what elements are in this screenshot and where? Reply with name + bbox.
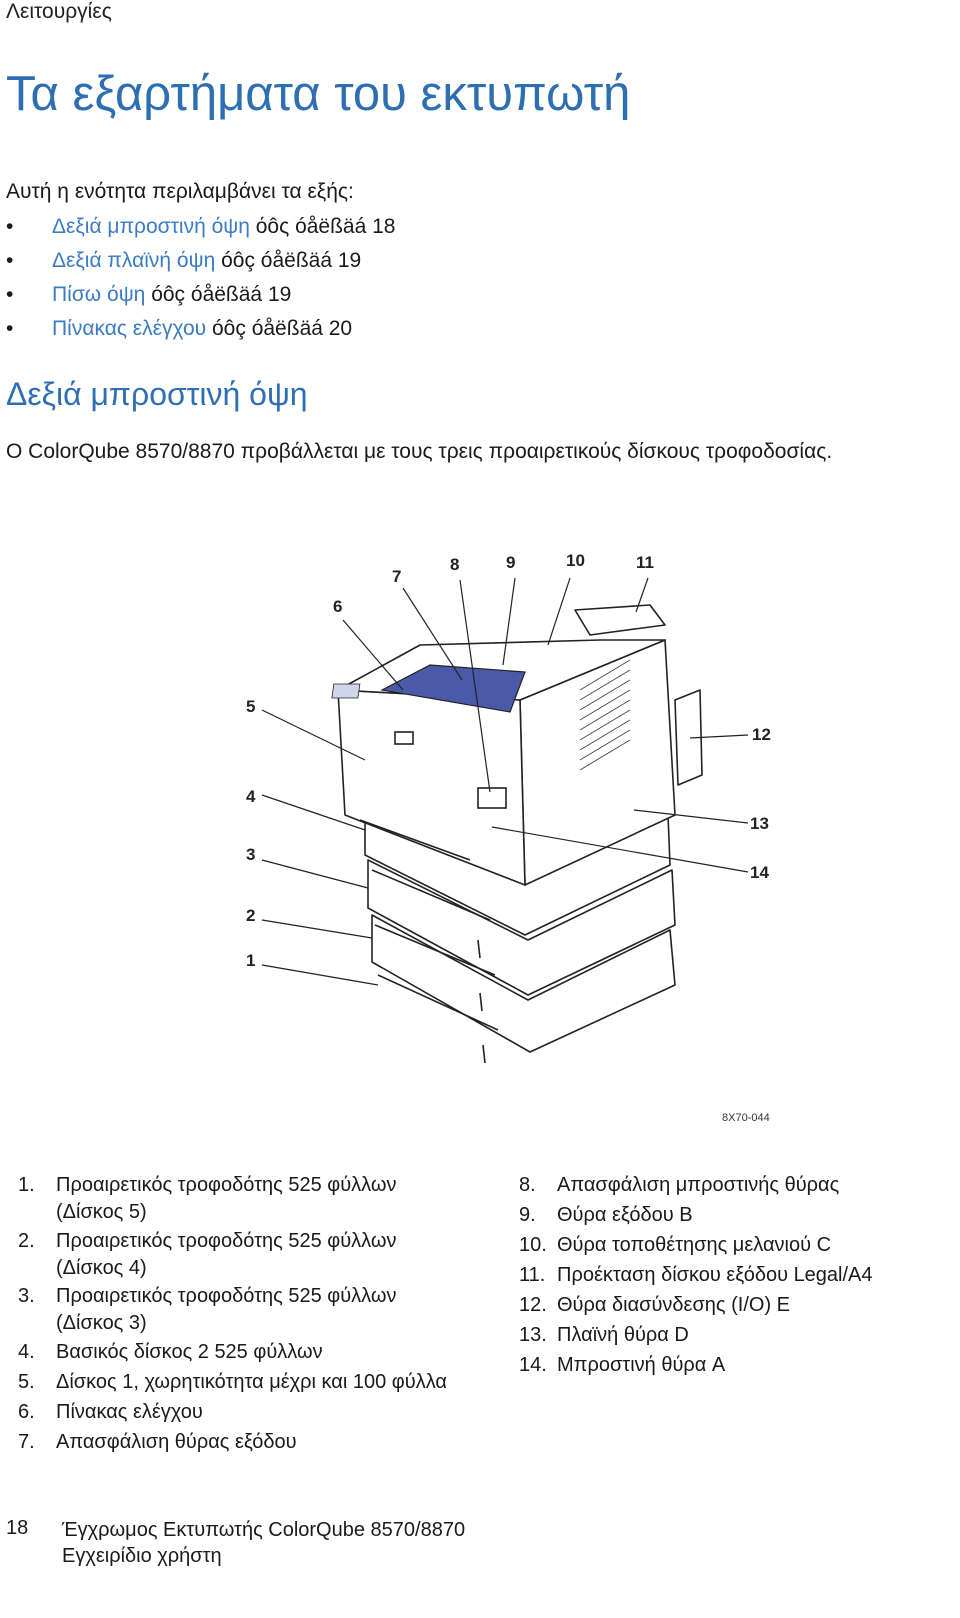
toc-page-ref: óôç óåëßäá 19 (215, 249, 362, 272)
callout-14: 14 (750, 863, 769, 882)
callout-11: 11 (636, 553, 654, 572)
legend-text: Βασικός δίσκος 2 525 φύλλων (56, 1341, 323, 1363)
callout-4: 4 (246, 787, 256, 806)
legend-number: 1. (18, 1174, 35, 1196)
legend-number: 7. (18, 1431, 35, 1453)
legend-text: Προαιρετικός τροφοδότης 525 φύλλων (56, 1230, 397, 1252)
figure-id: 8X70-044 (722, 1112, 770, 1124)
toc-page-ref: óôç óåëßäá 19 (145, 283, 292, 306)
bullet: • (6, 249, 14, 272)
legend-item: 1. Προαιρετικός τροφοδότης 525 φύλλων (18, 1170, 397, 1200)
intro-text: Αυτή η ενότητα περιλαμβάνει τα εξής: (6, 180, 354, 203)
legend-text: Θύρα εξόδου B (557, 1204, 693, 1226)
legend-text: Θύρα τοποθέτησης μελανιού C (557, 1234, 832, 1256)
bullet: • (6, 283, 14, 306)
toc-item: • Δεξιά πλαϊνή όψη óôç óåëßäá 19 (6, 244, 396, 278)
toc-link[interactable]: Πίνακας ελέγχου (52, 317, 207, 340)
footer-text: Έγχρωμος Εκτυπωτής ColorQube 8570/8870 Ε… (62, 1517, 465, 1569)
callout-7: 7 (392, 567, 401, 586)
callout-6: 6 (333, 597, 342, 616)
legend-item: 6. Πίνακας ελέγχου (18, 1397, 203, 1427)
toc-item: • Πίσω όψη óôç óåëßäá 19 (6, 278, 396, 312)
legend-item: 9. Θύρα εξόδου B (519, 1200, 693, 1230)
legend-text: Προαιρετικός τροφοδότης 525 φύλλων (56, 1174, 397, 1196)
callout-10: 10 (566, 551, 585, 570)
callout-8: 8 (450, 555, 459, 574)
subsection-description: O ColorQube 8570/8870 προβάλλεται με του… (6, 440, 833, 463)
legend-item: 14. Μπροστινή θύρα A (519, 1350, 725, 1380)
callout-12: 12 (752, 725, 771, 744)
legend-item: 8. Απασφάλιση μπροστινής θύρας (519, 1170, 839, 1200)
legend-item: 10. Θύρα τοποθέτησης μελανιού C (519, 1230, 831, 1260)
control-panel (380, 664, 526, 713)
legend-item: 4. Βασικός δίσκος 2 525 φύλλων (18, 1337, 323, 1367)
legend-item: 12. Θύρα διασύνδεσης (I/O) E (519, 1290, 790, 1320)
callout-1: 1 (246, 951, 255, 970)
legend-number: 5. (18, 1371, 35, 1393)
legend-number: 2. (18, 1230, 35, 1252)
legend-number: 8. (519, 1174, 536, 1196)
legend-number: 3. (18, 1285, 35, 1307)
toc-item: • Δεξιά μπροστινή όψη όôς óåëßäá 18 (6, 210, 396, 244)
printer-figure: 1 2 3 4 5 6 7 8 9 10 11 12 13 14 (246, 551, 771, 1064)
legend-text: Θύρα διασύνδεσης (I/O) E (557, 1294, 791, 1316)
tray-5-body (371, 914, 676, 1053)
footer-line-2: Εγχειρίδιο χρήστη (62, 1545, 222, 1567)
toc-link[interactable]: Δεξιά μπροστινή όψη (52, 215, 250, 238)
legend-number: 10. (519, 1234, 547, 1256)
legend-number: 14. (519, 1354, 547, 1376)
legend-text: Απασφάλιση μπροστινής θύρας (557, 1174, 840, 1196)
section-header: Λειτουργίες (6, 0, 112, 23)
legend-item: 11. Προέκταση δίσκου εξόδου Legal/A4 (519, 1260, 873, 1290)
legend-item: 7. Απασφάλιση θύρας εξόδου (18, 1427, 297, 1457)
legend-text-cont: (Δίσκος 3) (56, 1312, 147, 1334)
toc-page-ref: όôς óåëßäá 18 (249, 215, 396, 238)
legend-number: 4. (18, 1341, 35, 1363)
legend-text: Απασφάλιση θύρας εξόδου (56, 1431, 297, 1453)
legend-number: 9. (519, 1204, 536, 1226)
callout-9: 9 (506, 553, 515, 572)
legend-number: 12. (519, 1294, 547, 1316)
legend-item: 2. Προαιρετικός τροφοδότης 525 φύλλων (18, 1226, 397, 1256)
legend-text: Προέκταση δίσκου εξόδου Legal/A4 (557, 1264, 873, 1286)
legend-text: Πίνακας ελέγχου (56, 1401, 203, 1423)
legend-text: Προαιρετικός τροφοδότης 525 φύλλων (56, 1285, 397, 1307)
toc-list: • Δεξιά μπροστινή όψη όôς óåëßäá 18 • Δεξι… (6, 210, 396, 346)
output-tray (574, 604, 666, 636)
page-title: Τα εξαρτήματα του εκτυπωτή (6, 67, 631, 121)
legend-text: Πλαϊνή θύρα D (557, 1324, 689, 1346)
tray-4-body (367, 859, 676, 996)
toc-link[interactable]: Πίσω όψη (52, 283, 146, 306)
legend-text: Μπροστινή θύρα A (557, 1354, 726, 1376)
page-number: 18 (6, 1517, 29, 1539)
control-panel-display (331, 683, 361, 699)
io-door (674, 689, 703, 786)
legend-number: 13. (519, 1324, 547, 1346)
footer-line-1: Έγχρωμος Εκτυπωτής ColorQube 8570/8870 (62, 1519, 466, 1541)
toc-page-ref: óôç óåëßäá 20 (206, 317, 353, 340)
callout-2: 2 (246, 906, 255, 925)
toc-link[interactable]: Δεξιά πλαϊνή όψη (52, 249, 216, 272)
legend-item: 3. Προαιρετικός τροφοδότης 525 φύλλων (18, 1281, 397, 1311)
legend-item: 13. Πλαϊνή θύρα D (519, 1320, 689, 1350)
bullet: • (6, 215, 14, 238)
callout-5: 5 (246, 697, 255, 716)
callout-3: 3 (246, 845, 255, 864)
subsection-title: Δεξιά μπροστινή όψη (6, 376, 308, 412)
bullet: • (6, 317, 14, 340)
toc-item: • Πίνακας ελέγχου óôç óåëßäá 20 (6, 312, 396, 346)
legend-item: 5. Δίσκος 1, χωρητικότητα μέχρι και 100 φ… (18, 1367, 447, 1397)
legend-number: 6. (18, 1401, 35, 1423)
legend-text-cont: (Δίσκος 4) (56, 1257, 147, 1279)
callout-13: 13 (750, 814, 769, 833)
legend-number: 11. (519, 1264, 546, 1286)
legend-text: Δίσκος 1, χωρητικότητα μέχρι και 100 φύλ… (56, 1371, 447, 1393)
legend-text-cont: (Δίσκος 5) (56, 1201, 147, 1223)
